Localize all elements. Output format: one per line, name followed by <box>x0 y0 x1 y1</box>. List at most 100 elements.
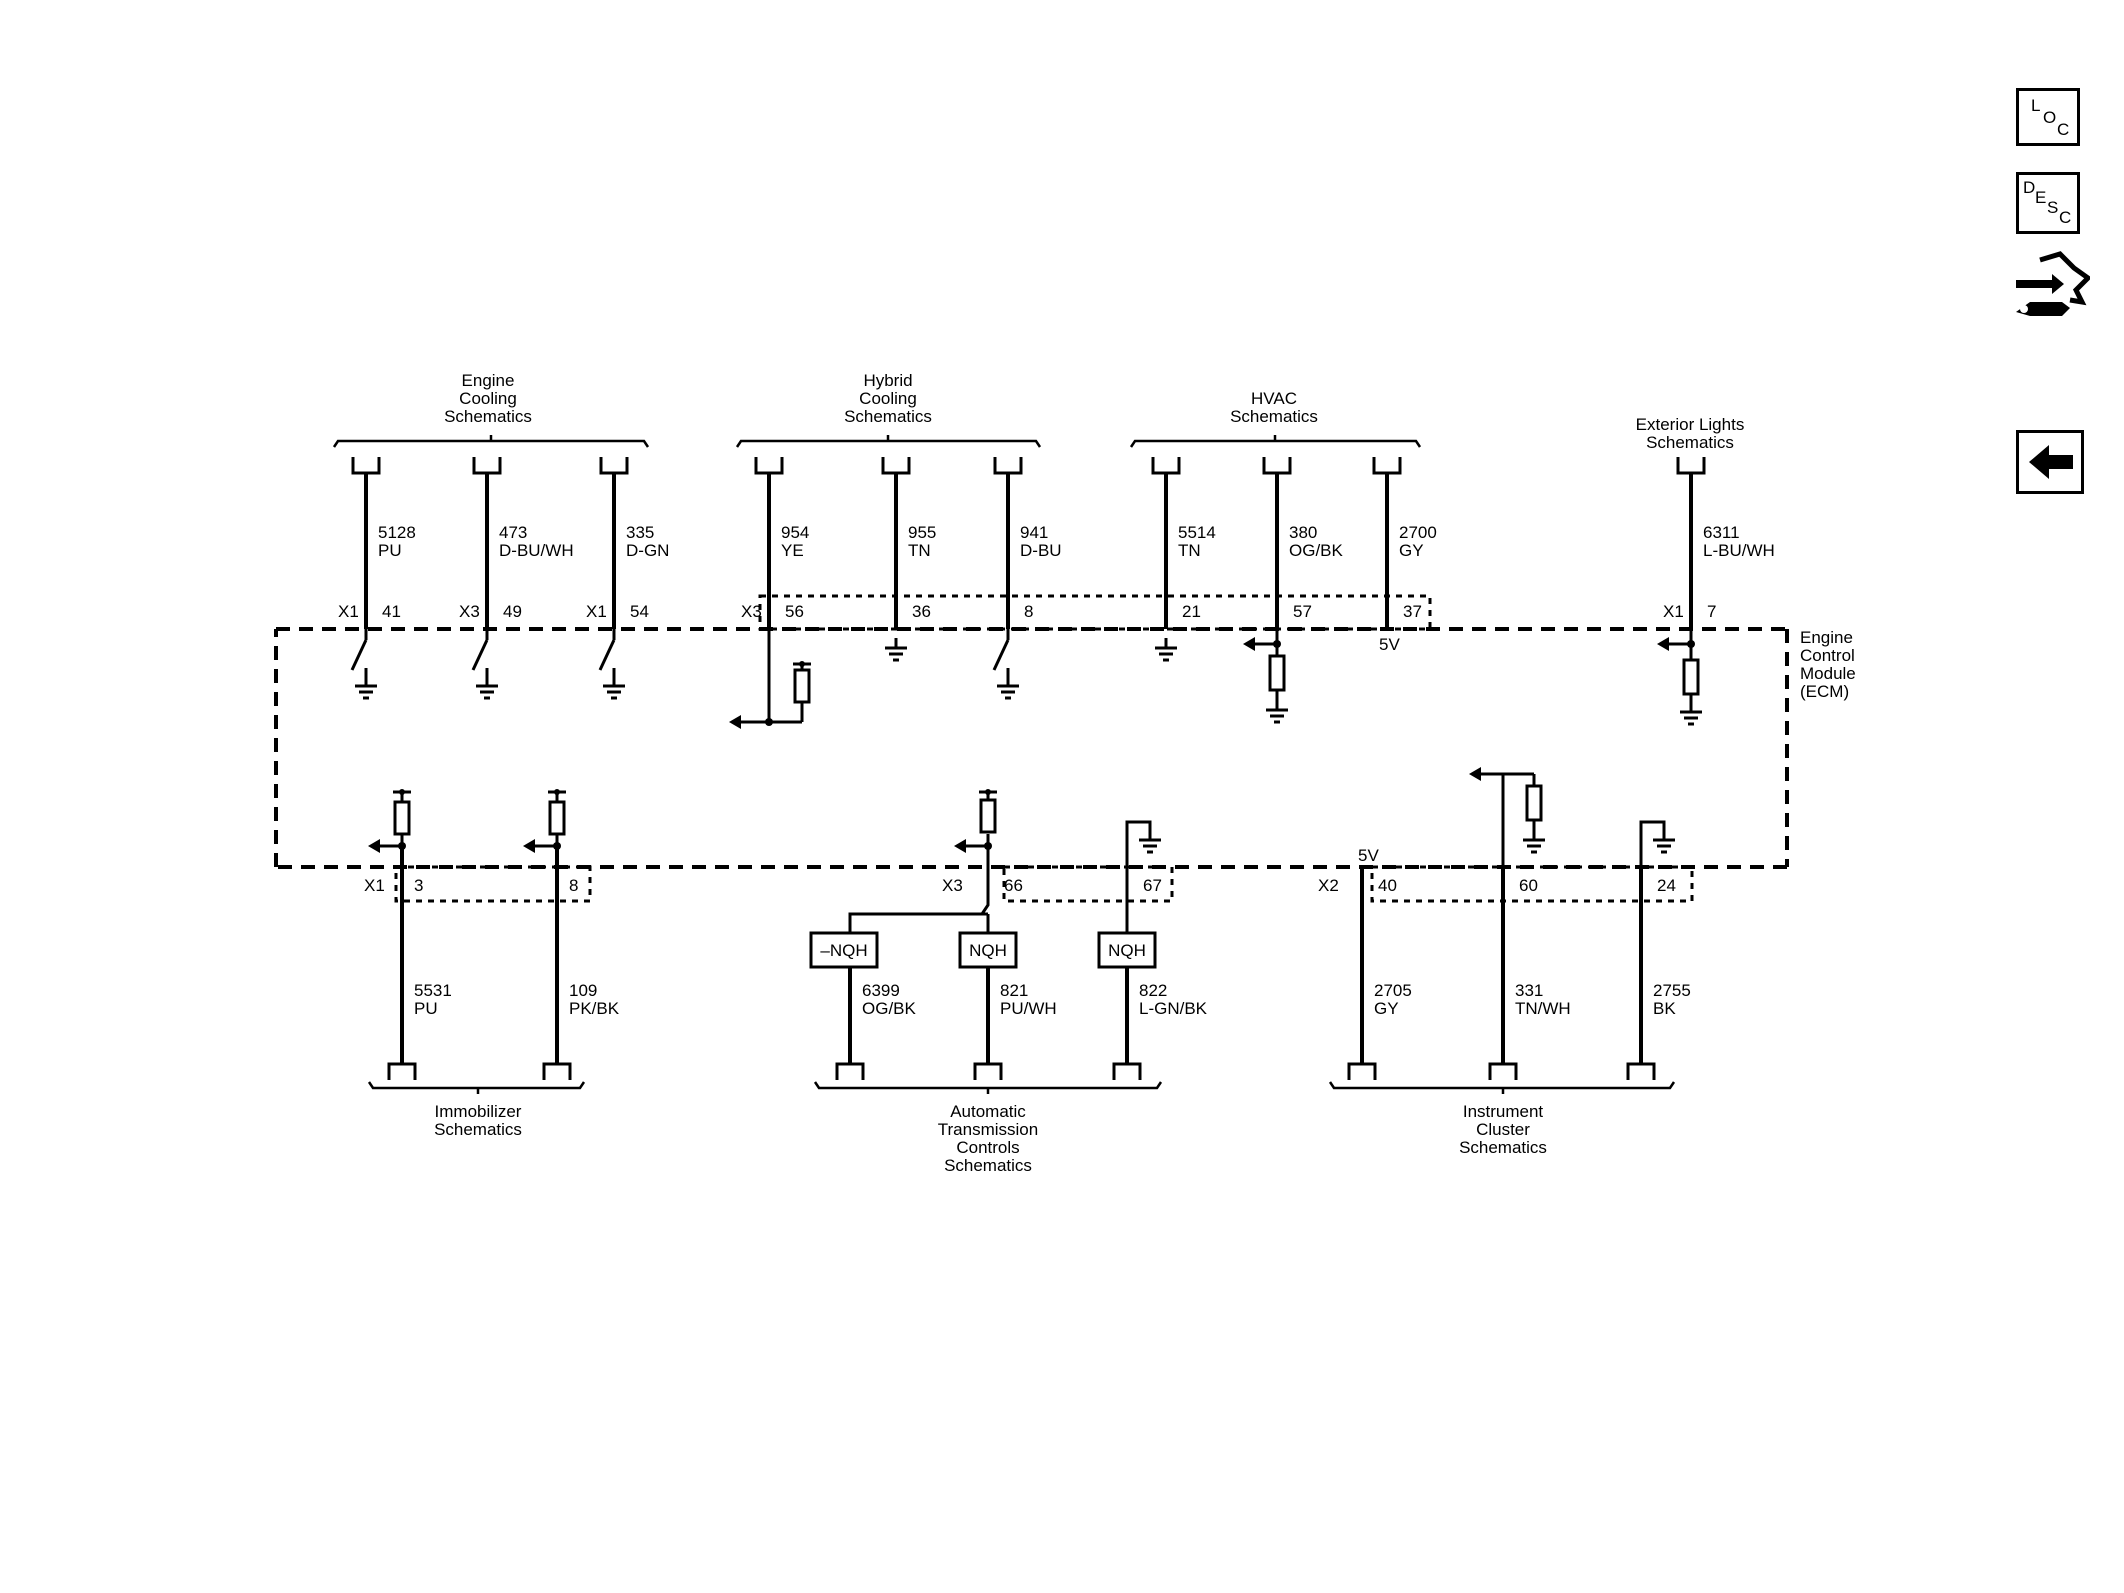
terminal-symbol <box>1488 1062 1518 1080</box>
group-hvac: HVAC Schematics <box>1129 389 1422 448</box>
circuit-number: 822 <box>1139 981 1167 1000</box>
svg-text:Instrument: Instrument <box>1463 1102 1544 1121</box>
pin-number: 36 <box>912 602 931 621</box>
svg-text:Automatic: Automatic <box>950 1102 1026 1121</box>
svg-text:Engine: Engine <box>1800 628 1853 647</box>
circuit-number: 6311 <box>1703 523 1740 542</box>
circuit-number: 380 <box>1289 523 1317 542</box>
pin-number: 41 <box>382 602 401 621</box>
ground-symbol <box>355 676 377 700</box>
connector-id: X1 <box>586 602 607 621</box>
ecm-outline <box>274 627 1789 869</box>
svg-text:HVAC: HVAC <box>1251 389 1297 408</box>
wire-color: OG/BK <box>862 999 917 1018</box>
circuit-number: 331 <box>1515 981 1543 1000</box>
group-exterior-lights: Exterior Lights Schematics <box>1636 415 1745 452</box>
pin-number: 3 <box>414 876 423 895</box>
wire-color: BK <box>1653 999 1676 1018</box>
ecm-label: Engine Control Module (ECM) <box>1800 628 1856 701</box>
wire-color: OG/BK <box>1289 541 1344 560</box>
nqh-boxes: –NQH NQH NQH <box>809 931 1157 969</box>
svg-text:Control: Control <box>1800 646 1855 665</box>
terminal-symbol <box>1151 457 1181 475</box>
resistor-symbol <box>1682 658 1700 696</box>
signal-arrow <box>1657 637 1669 651</box>
ground-symbol <box>603 676 625 700</box>
loc-button[interactable]: L O C <box>2016 88 2080 146</box>
loc-letter: O <box>2043 108 2057 127</box>
connector-id: X1 <box>1663 602 1684 621</box>
svg-text:Cooling: Cooling <box>459 389 517 408</box>
circuit-number: 109 <box>569 981 597 1000</box>
circuit-number: 5531 <box>414 981 452 1000</box>
svg-text:Immobilizer: Immobilizer <box>435 1102 522 1121</box>
svg-text:Schematics: Schematics <box>944 1156 1032 1175</box>
terminal-symbol <box>973 1062 1003 1080</box>
terminal-symbol <box>1626 1062 1656 1080</box>
connector-pinout-icon[interactable] <box>2010 250 2092 332</box>
switch-symbol <box>992 639 1010 671</box>
circuit-number: 335 <box>626 523 654 542</box>
circuit-number: 2755 <box>1653 981 1691 1000</box>
nqh-box-label: NQH <box>969 941 1007 960</box>
circuit-number: 954 <box>781 523 809 542</box>
ground-symbol <box>1266 700 1288 724</box>
switch-symbol <box>598 639 616 671</box>
svg-text:Schematics: Schematics <box>444 407 532 426</box>
svg-text:Module: Module <box>1800 664 1856 683</box>
terminal-symbol <box>351 457 381 475</box>
ground-symbol <box>1653 830 1675 854</box>
switch-symbol <box>471 639 489 671</box>
desc-button[interactable]: D E S C <box>2016 172 2080 234</box>
ground-symbol <box>476 676 498 700</box>
pin-number: 54 <box>630 602 649 621</box>
voltage-label-bottom: 5V <box>1358 846 1379 865</box>
wire-color: PU <box>414 999 438 1018</box>
wire-color: GY <box>1374 999 1399 1018</box>
switch-symbol <box>350 639 368 671</box>
pin-number: 37 <box>1403 602 1422 621</box>
svg-text:Cooling: Cooling <box>859 389 917 408</box>
group-immobilizer: Immobilizer Schematics <box>367 1081 586 1139</box>
svg-text:Hybrid: Hybrid <box>863 371 912 390</box>
svg-text:Schematics: Schematics <box>1646 433 1734 452</box>
wire-color: PU <box>378 541 402 560</box>
group-engine-cooling: Engine Cooling Schematics <box>332 371 650 448</box>
wire-color: TN/WH <box>1515 999 1571 1018</box>
terminal-symbol <box>1347 1062 1377 1080</box>
connector-boxes <box>394 594 1694 903</box>
connector-id: X3 <box>942 876 963 895</box>
circuit-number: 5128 <box>378 523 416 542</box>
group-automatic-transmission: Automatic Transmission Controls Schemati… <box>813 1081 1163 1175</box>
signal-arrow <box>368 839 380 853</box>
resistor-symbol <box>793 668 811 704</box>
resistor-symbol <box>548 800 566 836</box>
desc-letter: C <box>2059 208 2072 227</box>
terminal-symbol <box>542 1062 572 1080</box>
back-button[interactable] <box>2016 430 2084 494</box>
nqh-box-label: NQH <box>1108 941 1146 960</box>
pin-number: 24 <box>1657 876 1676 895</box>
pin-number: 57 <box>1293 602 1312 621</box>
nqh-box-label: –NQH <box>820 941 867 960</box>
loc-letter: L <box>2031 96 2041 115</box>
signal-arrow <box>729 715 741 729</box>
wire-color: GY <box>1399 541 1424 560</box>
resistor-symbol <box>1268 654 1286 692</box>
connector-id: X2 <box>1318 876 1339 895</box>
pin-number: 60 <box>1519 876 1538 895</box>
signal-arrow <box>523 839 535 853</box>
